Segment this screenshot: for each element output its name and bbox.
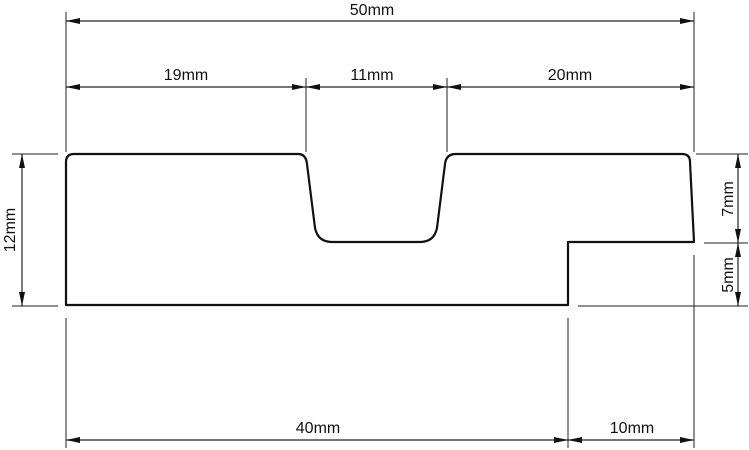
label-overall-height: 12mm	[2, 208, 19, 252]
part-outline	[64, 152, 696, 307]
label-overall-width: 50mm	[350, 2, 394, 19]
extension-lines	[12, 12, 748, 448]
label-bottom-left-length: 40mm	[296, 420, 340, 437]
label-upper-right-height: 7mm	[720, 181, 737, 217]
label-bottom-right-step: 10mm	[610, 420, 654, 437]
label-lower-right-height: 5mm	[720, 257, 737, 293]
label-top-right-segment: 20mm	[548, 67, 592, 84]
label-groove-width: 11mm	[350, 67, 393, 84]
label-top-left-segment: 19mm	[164, 67, 208, 84]
dimension-lines	[19, 18, 741, 443]
